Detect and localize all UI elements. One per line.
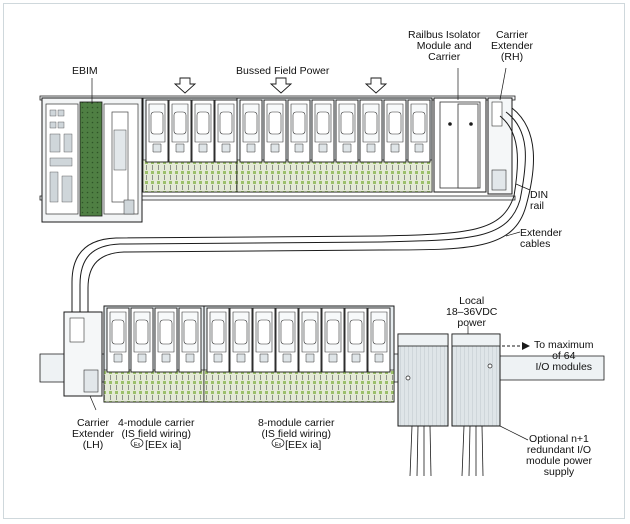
redundant-power-supply — [451, 333, 501, 477]
label-optional-supply: Optional n+1 redundant I/O module power … — [526, 433, 592, 478]
io-module — [214, 99, 238, 163]
io-module — [154, 307, 178, 373]
ex-symbol-icon: Ex — [271, 438, 285, 448]
io-module — [168, 99, 192, 163]
top-modules — [145, 99, 431, 163]
local-power-supply — [397, 333, 449, 477]
down-arrow-icon — [364, 77, 388, 94]
io-module — [344, 307, 368, 373]
label-carrier-extender-rh: Carrier Extender (RH) — [491, 29, 534, 63]
ex-symbol-icon: Ex — [130, 438, 144, 448]
io-module — [335, 99, 359, 163]
io-module — [229, 307, 253, 373]
label-eight-module-carrier: 8-module carrier (IS field wiring) [EEx … — [258, 417, 335, 451]
io-module — [275, 307, 299, 373]
label-to-maximum: To maximum of 64 I/O modules — [534, 339, 594, 373]
label-local-power: Local 18–36VDC power — [446, 295, 498, 329]
dashed-arrow-icon — [502, 342, 530, 350]
label-railbus-isolator: Railbus Isolator Module and Carrier — [408, 29, 481, 63]
io-module — [287, 99, 311, 163]
label-four-module-carrier: 4-module carrier (IS field wiring) [EEx … — [118, 417, 195, 451]
label-bussed-field-power: Bussed Field Power — [236, 65, 330, 77]
io-module — [178, 307, 202, 373]
io-module — [106, 307, 130, 373]
io-module — [311, 99, 335, 163]
io-module — [383, 99, 407, 163]
leader-lines-top — [91, 67, 531, 237]
extender-cables — [71, 107, 534, 316]
io-module — [298, 307, 322, 373]
io-module — [367, 307, 391, 373]
leader-lines-bottom — [89, 326, 529, 441]
label-din-rail: DIN rail — [530, 189, 549, 212]
io-module — [206, 307, 230, 373]
io-module — [252, 307, 276, 373]
io-module — [145, 99, 169, 163]
svg-text:Ex: Ex — [134, 442, 141, 448]
io-module — [191, 99, 215, 163]
io-module — [321, 307, 345, 373]
bottom-modules — [106, 307, 391, 373]
ebim-module — [41, 97, 143, 223]
label-ebim: EBIM — [72, 65, 98, 77]
down-arrow-icon — [173, 77, 197, 94]
railbus-isolator — [433, 97, 487, 193]
io-module — [130, 307, 154, 373]
down-arrow-icon — [269, 77, 293, 94]
carrier-extender-rh — [487, 97, 513, 195]
label-extender-cables: Extender cables — [520, 227, 563, 250]
carrier-extender-lh — [63, 311, 103, 397]
io-module — [359, 99, 383, 163]
label-carrier-extender-lh: Carrier Extender (LH) — [72, 417, 115, 451]
io-module — [239, 99, 263, 163]
io-module — [407, 99, 431, 163]
io-module — [263, 99, 287, 163]
svg-text:Ex: Ex — [275, 442, 282, 448]
